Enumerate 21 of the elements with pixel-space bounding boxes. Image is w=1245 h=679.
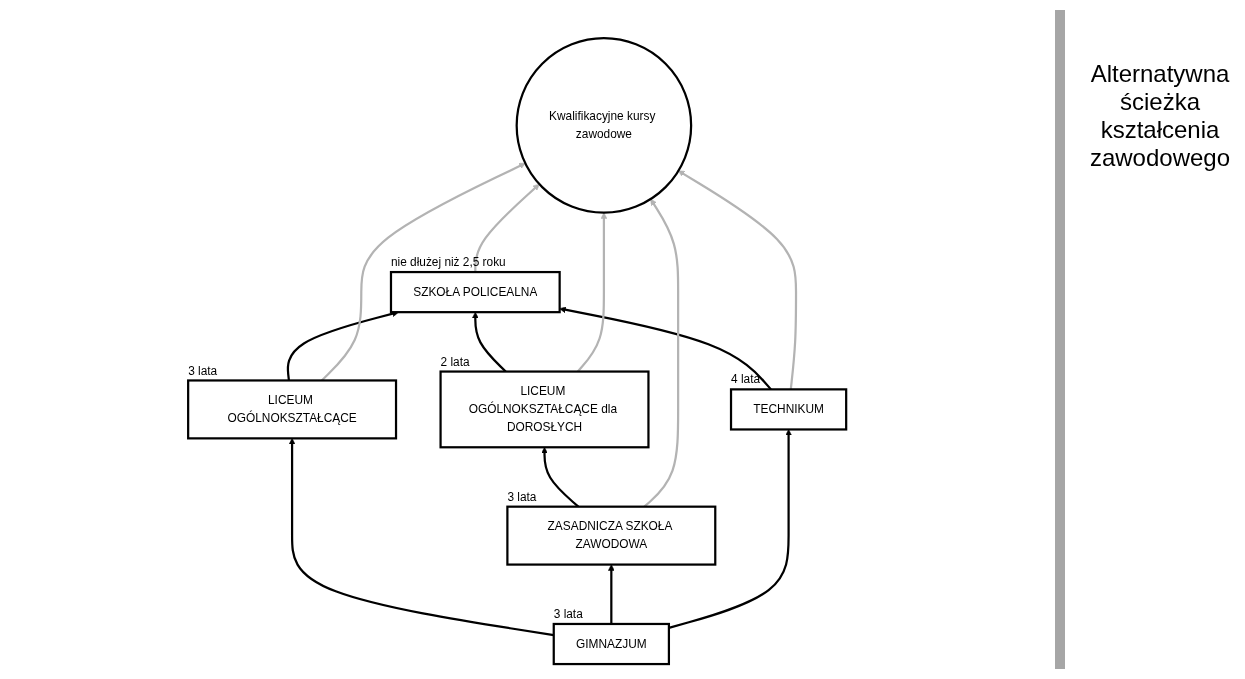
arrow (474, 183, 540, 272)
node-box: SZKOŁA POLICEALNA (390, 270, 562, 313)
node-circle: Kwalifikacyjne kursy zawodowe (515, 36, 693, 214)
arrow (472, 311, 507, 372)
duration-label: 4 lata (731, 371, 761, 386)
node-box: TECHNIKUM (730, 387, 848, 431)
node-box: LICEUM OGÓLNOKSZTAŁCĄCE (187, 378, 398, 439)
duration-label: 2 lata (440, 354, 470, 369)
duration-label: nie dłużej niż 2,5 roku (391, 254, 507, 269)
arrow (577, 211, 608, 372)
duration-label: 3 lata (188, 363, 218, 377)
arrow (541, 446, 580, 507)
arrow (678, 170, 798, 389)
node-box: GIMNAZJUM (552, 622, 671, 665)
duration-label: 3 lata (554, 606, 584, 621)
node-box: ZASADNICZA SZKOŁA ZAWODOWA (506, 505, 717, 566)
arrow (643, 198, 680, 507)
arrow (289, 437, 555, 636)
node-box: LICEUM OGÓLNOKSZTAŁCĄCE dla DOROSŁYCH (439, 369, 650, 448)
duration-label: 3 lata (507, 489, 537, 504)
note-text: Alternatywna ścieżka kształcenia zawodowego (1088, 60, 1232, 172)
